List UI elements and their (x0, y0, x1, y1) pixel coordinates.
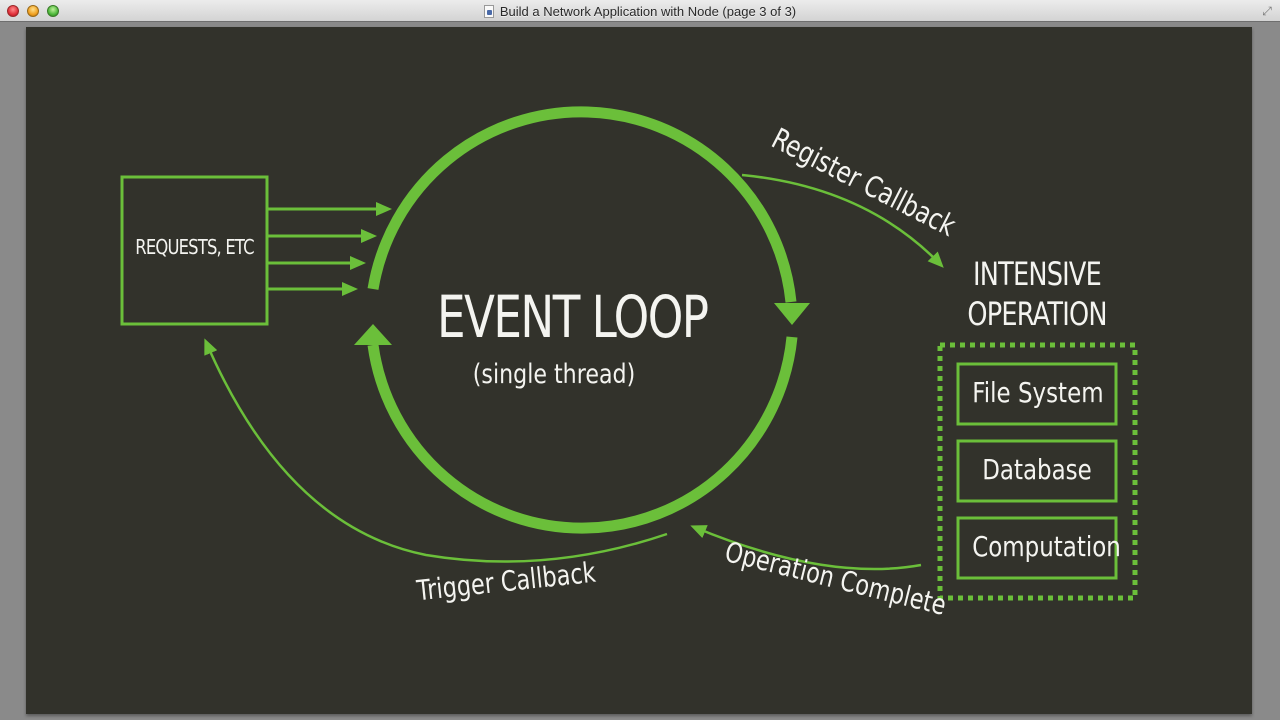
event-loop-subtitle: (single thread) (472, 359, 636, 390)
document-icon (483, 4, 494, 18)
computation-box (956, 516, 1118, 580)
database-box (956, 439, 1118, 503)
zoom-window-button[interactable] (47, 5, 59, 17)
request-arrows (268, 202, 392, 296)
intensive-operation-container (937, 342, 1138, 601)
minimize-window-button[interactable] (27, 5, 39, 17)
operation-complete-arrow (690, 525, 922, 571)
window-title: Build a Network Application with Node (p… (499, 3, 797, 19)
window-titlebar: Build a Network Application with Node (p… (0, 0, 1280, 22)
event-loop-ring (354, 106, 810, 534)
file-system-box (956, 362, 1118, 426)
slide-canvas: REQUESTS, ETC EVENT LOOP (single thread)… (26, 27, 1252, 714)
register-callback-arrow (741, 173, 944, 268)
event-loop-diagram (120, 106, 1138, 601)
requests-box (120, 175, 269, 326)
trigger-callback-arrow (204, 338, 668, 563)
file-system-label: File System (972, 376, 1104, 409)
requests-label: REQUESTS, ETC (135, 235, 254, 259)
database-label: Database (982, 453, 1092, 486)
event-loop-title: EVENT LOOP (437, 283, 709, 351)
close-window-button[interactable] (7, 5, 19, 17)
intensive-operation-title-line1: INTENSIVE (973, 255, 1102, 293)
intensive-operation-title-line2: OPERATION (967, 295, 1107, 333)
fullscreen-icon[interactable]: ⤢ (1262, 4, 1272, 18)
computation-label: Computation (972, 530, 1121, 563)
